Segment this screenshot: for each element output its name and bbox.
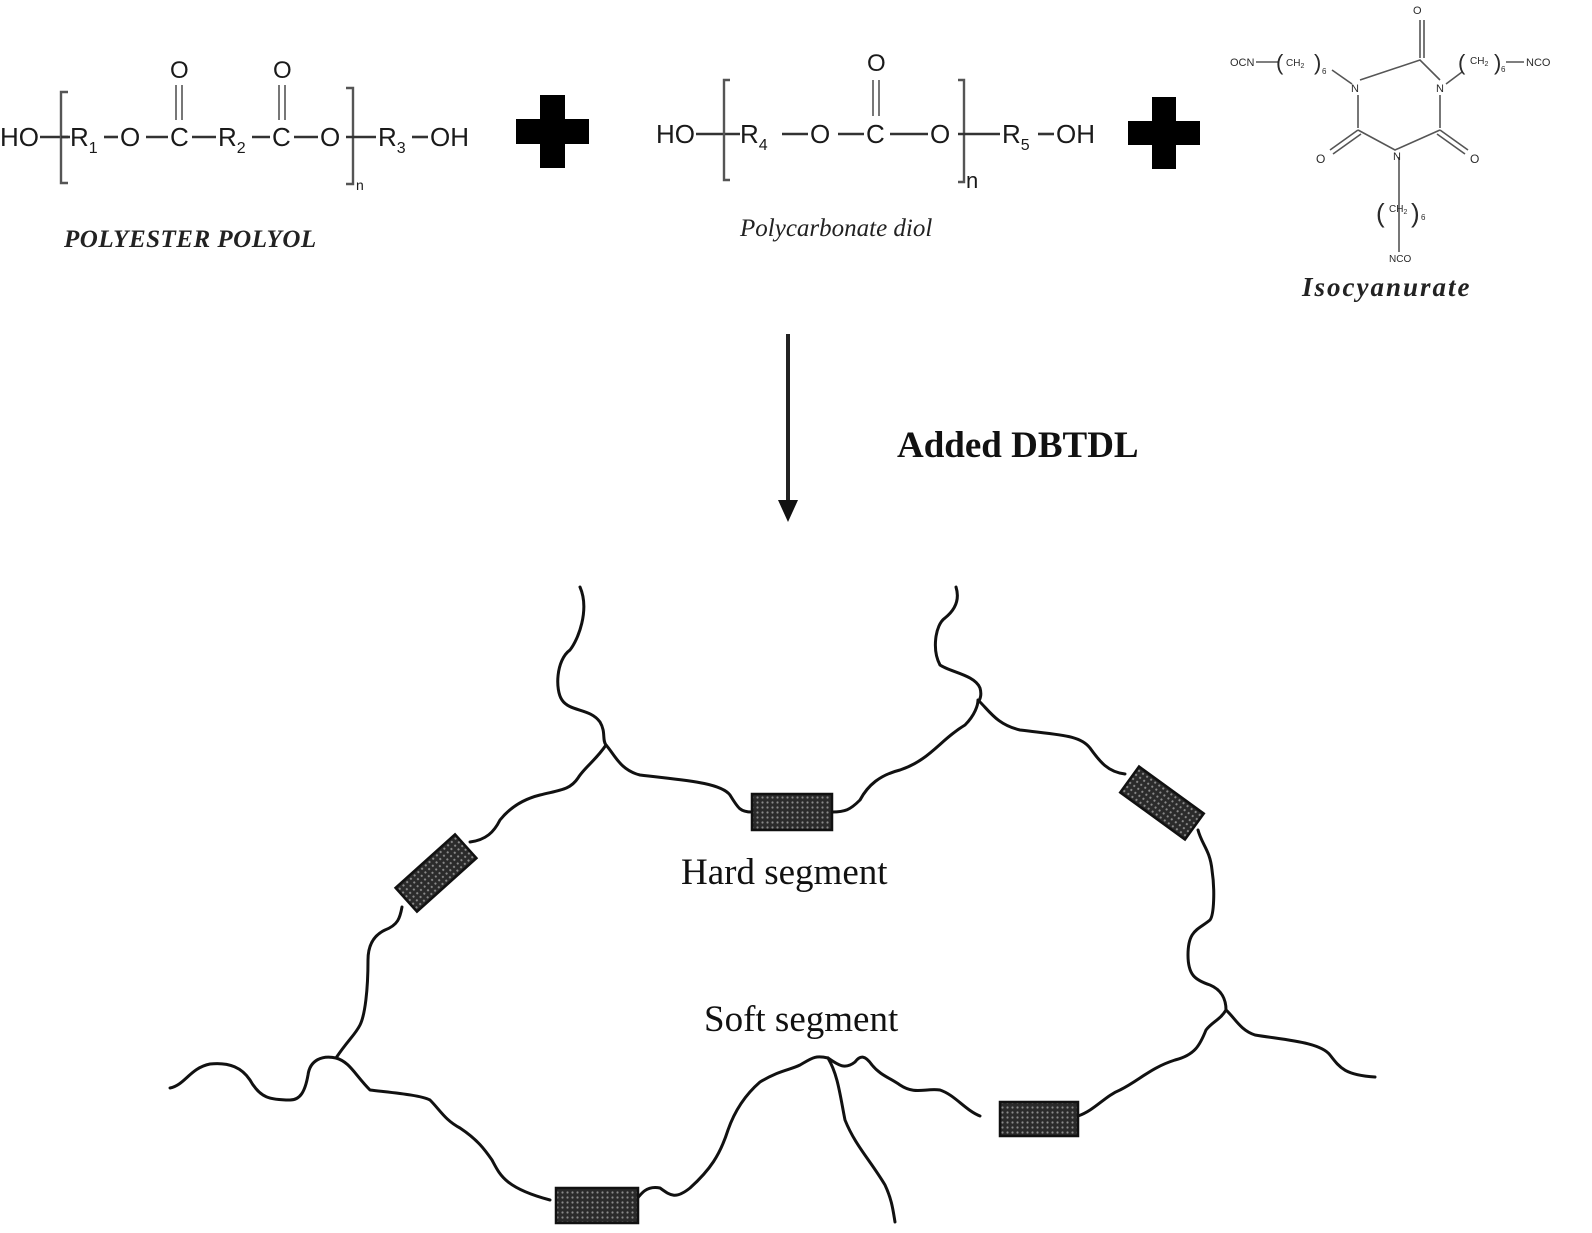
paren-right: ) <box>1314 50 1321 75</box>
repeat-index: n <box>966 168 978 193</box>
methylene-group: CH2 <box>1470 56 1488 68</box>
atom-carbonyl-o: O <box>867 50 886 77</box>
polycarbonate-diol-caption: Polycarbonate diol <box>739 215 932 242</box>
hard-segment-block <box>1118 764 1206 842</box>
paren-right: ) <box>1494 50 1501 75</box>
atom-n: N <box>1351 83 1359 95</box>
repeat-bracket-right <box>958 78 966 184</box>
methylene-group: CH2 <box>1389 204 1407 216</box>
soft-segment-chain <box>1076 1008 1228 1118</box>
soft-segment-chain <box>826 1056 897 1224</box>
plus-icon <box>1128 97 1200 169</box>
hard-segment-block <box>554 1186 640 1225</box>
soft-segment-label: Soft segment <box>704 999 899 1040</box>
atom-c: C <box>170 122 189 152</box>
atom-o: O <box>320 122 340 152</box>
atom-carbonyl-o: O <box>170 57 189 84</box>
paren-left: ( <box>1276 50 1284 75</box>
atom-c: C <box>866 119 885 149</box>
paren-left: ( <box>1458 50 1466 75</box>
repeat-index: 6 <box>1501 65 1506 74</box>
atom-o: O <box>120 122 140 152</box>
reaction-condition: Added DBTDL <box>897 425 1139 466</box>
hard-segment-label: Hard segment <box>681 852 888 893</box>
polyurethane-network <box>168 585 1377 1225</box>
soft-segment-chain <box>830 698 980 814</box>
atom-ocn: OCN <box>1230 57 1255 69</box>
down-arrow-icon <box>778 334 798 522</box>
soft-segment-chain <box>334 905 404 1060</box>
methylene-group: CH2 <box>1286 58 1304 70</box>
atom-r2: R2 <box>218 122 246 157</box>
atom-c: C <box>272 122 291 152</box>
atom-o: O <box>930 119 950 149</box>
soft-segment-chain <box>826 1055 982 1118</box>
atom-o: O <box>1470 152 1479 166</box>
soft-segment-chain <box>334 1056 552 1202</box>
atom-r5: R5 <box>1002 119 1030 154</box>
soft-segment-chain <box>168 1055 338 1102</box>
atom-nco: NCO <box>1389 254 1411 265</box>
soft-segment-chain <box>1224 1008 1377 1079</box>
atom-carbonyl-o: O <box>273 57 292 84</box>
hard-segment-block <box>998 1100 1080 1138</box>
atom-ho: HO <box>656 119 695 149</box>
polyester-polyol-caption: POLYESTER POLYOL <box>63 226 317 253</box>
soft-segment-chain <box>556 585 608 747</box>
soft-segment-chain <box>933 585 983 704</box>
atom-ho: HO <box>0 122 39 152</box>
soft-segment-chain <box>1186 828 1228 1012</box>
isocyanurate-structure: O N N N O O OCN ( CH2 ) 6 ( CH2 ) 6 NCO … <box>1230 5 1551 265</box>
paren-right: ) <box>1411 198 1420 228</box>
plus-icon <box>516 95 589 168</box>
atom-r3: R3 <box>378 122 406 157</box>
soft-segment-chain <box>628 1055 830 1210</box>
atom-o: O <box>1316 152 1325 166</box>
soft-segment-chain <box>978 700 1127 776</box>
atom-n: N <box>1436 83 1444 95</box>
hard-segment-block <box>393 832 479 914</box>
atom-r4: R4 <box>740 119 768 154</box>
paren-left: ( <box>1376 198 1385 228</box>
repeat-index: 6 <box>1421 213 1426 222</box>
repeat-index: n <box>356 177 364 193</box>
atom-nco: NCO <box>1526 57 1551 69</box>
polyester-polyol-structure: HO R1 O C O R2 C O O n R3 OH <box>0 57 469 193</box>
isocyanurate-caption: Isocyanurate <box>1301 272 1472 302</box>
repeat-index: 6 <box>1322 67 1327 76</box>
atom-o: O <box>1413 5 1422 17</box>
polycarbonate-diol-structure: HO R4 O C O O n R5 OH <box>656 50 1095 193</box>
atom-oh: OH <box>430 122 469 152</box>
atom-o: O <box>810 119 830 149</box>
atom-r1: R1 <box>70 122 98 157</box>
soft-segment-chain <box>604 743 754 814</box>
repeat-bracket-left <box>722 78 730 182</box>
soft-segment-chain <box>468 743 608 844</box>
hard-segment-block <box>750 792 834 832</box>
atom-oh: OH <box>1056 119 1095 149</box>
atom-n: N <box>1393 151 1401 163</box>
